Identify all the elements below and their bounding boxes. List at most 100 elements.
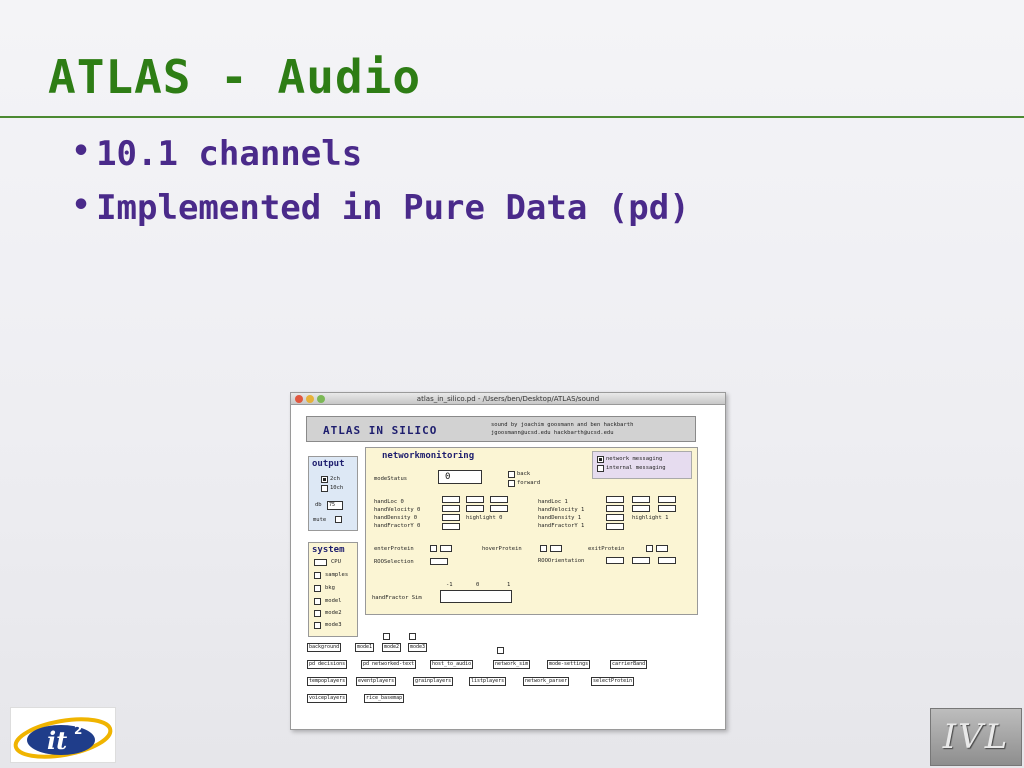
hand-right-label: handVelocity 1 <box>538 507 585 513</box>
output-panel: output 2ch 10ch db 75 mute <box>308 456 358 531</box>
network-sim-bang-toggle[interactable] <box>497 647 504 654</box>
db-number-box[interactable]: 75 <box>327 501 343 510</box>
minimize-window-icon[interactable] <box>306 395 314 403</box>
pd-object-eventplayers[interactable]: eventplayers <box>356 677 397 686</box>
messaging-box: network messaging internal messaging <box>592 451 692 479</box>
system-item-label: bkg <box>325 585 335 591</box>
pd-object-background[interactable]: background <box>307 643 342 652</box>
hand-fractor-slider[interactable] <box>440 590 512 603</box>
hand1-number-box[interactable] <box>606 523 624 530</box>
bullet-dot-icon: • <box>72 134 91 169</box>
bkg-toggle[interactable] <box>314 585 321 592</box>
pd-object-select-protein[interactable]: selectProtein <box>591 677 635 686</box>
pd-object-host-to-audio[interactable]: host_to_audio <box>430 660 474 669</box>
hand1-number-box[interactable] <box>658 505 676 512</box>
enter-protein-toggle[interactable] <box>430 545 437 552</box>
hand-right-label: handFractorY 1 <box>538 523 585 529</box>
pd-object-rice-basemap[interactable]: rice_basemap <box>364 694 405 703</box>
mode2-toggle[interactable] <box>314 610 321 617</box>
hand0-number-box[interactable] <box>490 505 508 512</box>
roi-selection-number[interactable] <box>430 558 448 565</box>
internal-messaging-radio[interactable] <box>597 465 604 472</box>
pd-object-tempoplayers[interactable]: tempoplayers <box>307 677 348 686</box>
hand1-number-box[interactable] <box>632 505 650 512</box>
system-item-label: mode2 <box>325 610 342 616</box>
exit-protein-number[interactable] <box>656 545 668 552</box>
output-10ch-label: 10ch <box>330 485 344 491</box>
back-toggle[interactable] <box>508 471 515 478</box>
system-panel: system CPU samples bkg model mode2 mode3 <box>308 542 358 637</box>
exit-protein-toggle[interactable] <box>646 545 653 552</box>
bullet-text: Implemented in Pure Data (pd) <box>96 188 690 228</box>
window-title: atlas_in_silico.pd - /Users/ben/Desktop/… <box>416 395 600 403</box>
pd-object-networked-text[interactable]: pd networked-text <box>361 660 417 669</box>
exit-protein-label: exitProtein <box>588 546 625 552</box>
pd-object-voiceplayers[interactable]: voiceplayers <box>307 694 348 703</box>
output-2ch-radio[interactable] <box>321 476 328 483</box>
hover-protein-toggle[interactable] <box>540 545 547 552</box>
mode3-toggle[interactable] <box>314 622 321 629</box>
close-window-icon[interactable] <box>295 395 303 403</box>
hand0-number-box[interactable] <box>442 505 460 512</box>
back-label: back <box>517 471 531 477</box>
pd-patch-window: atlas_in_silico.pd - /Users/ben/Desktop/… <box>290 392 726 730</box>
pd-object-grainplayers[interactable]: grainplayers <box>413 677 454 686</box>
mode1-bang-toggle[interactable] <box>383 633 390 640</box>
pd-object-network-sim[interactable]: network_sim <box>493 660 531 669</box>
patch-canvas[interactable]: ATLAS IN SILICO sound by joachim goosman… <box>291 406 725 729</box>
hand1-number-box[interactable] <box>632 496 650 503</box>
credits-text: sound by joachim goosmann and ben hackba… <box>491 421 633 437</box>
hand1-number-box[interactable] <box>658 496 676 503</box>
it2-logo: it 2 <box>10 707 116 763</box>
pd-object-mode1[interactable]: mode1 <box>355 643 375 652</box>
hand1-number-box[interactable] <box>606 505 624 512</box>
ivl-logo-text: IVL <box>942 717 1010 757</box>
bullet-dot-icon: • <box>72 188 91 223</box>
hand-left-label: handLoc 0 <box>374 499 404 505</box>
mute-toggle[interactable] <box>335 516 342 523</box>
window-titlebar[interactable]: atlas_in_silico.pd - /Users/ben/Desktop/… <box>291 393 725 405</box>
title-divider <box>0 116 1024 118</box>
highlight0-label: highlight 0 <box>466 515 503 521</box>
forward-toggle[interactable] <box>508 480 515 487</box>
roi-orientation-label: ROOOrientation <box>538 558 585 564</box>
pd-object-network-parser[interactable]: network_parser <box>523 677 570 686</box>
model-toggle[interactable] <box>314 598 321 605</box>
roi-orientation-number[interactable] <box>632 557 650 564</box>
mode2-bang-toggle[interactable] <box>409 633 416 640</box>
slide-title: ATLAS - Audio <box>48 50 422 104</box>
hand0-number-box[interactable] <box>442 496 460 503</box>
hand1-number-box[interactable] <box>606 496 624 503</box>
roi-orientation-number[interactable] <box>606 557 624 564</box>
network-messaging-radio[interactable] <box>597 456 604 463</box>
hand0-number-box[interactable] <box>442 523 460 530</box>
output-10ch-radio[interactable] <box>321 485 328 492</box>
enter-protein-number[interactable] <box>440 545 452 552</box>
mode-status-number[interactable]: 0 <box>438 470 482 484</box>
pd-object-mode-settings[interactable]: mode-settings <box>547 660 591 669</box>
internal-messaging-label: internal messaging <box>606 465 666 471</box>
pd-object-listplayers[interactable]: listplayers <box>469 677 507 686</box>
hand-right-label: handDensity 1 <box>538 515 582 521</box>
bullet-text: 10.1 channels <box>96 134 363 174</box>
pd-object-carrier-band[interactable]: carrierBand <box>610 660 648 669</box>
cpu-toggle[interactable] <box>314 559 327 566</box>
hand1-number-box[interactable] <box>606 514 624 521</box>
pd-object-mode2[interactable]: mode2 <box>382 643 402 652</box>
roi-orientation-number[interactable] <box>658 557 676 564</box>
hover-protein-number[interactable] <box>550 545 562 552</box>
hand-left-label: handDensity 0 <box>374 515 418 521</box>
networkmonitoring-panel: networkmonitoring network messaging inte… <box>365 447 698 615</box>
samples-toggle[interactable] <box>314 572 321 579</box>
hand0-number-box[interactable] <box>442 514 460 521</box>
db-label: db <box>315 502 322 508</box>
scale-max-label: 1 <box>507 582 511 588</box>
zoom-window-icon[interactable] <box>317 395 325 403</box>
highlight1-label: highlight 1 <box>632 515 669 521</box>
hand0-number-box[interactable] <box>466 496 484 503</box>
hand0-number-box[interactable] <box>466 505 484 512</box>
pd-object-mode3[interactable]: mode3 <box>408 643 428 652</box>
atlas-header-box: ATLAS IN SILICO sound by joachim goosman… <box>306 416 696 442</box>
hand0-number-box[interactable] <box>490 496 508 503</box>
pd-object-decisions[interactable]: pd decisions <box>307 660 348 669</box>
